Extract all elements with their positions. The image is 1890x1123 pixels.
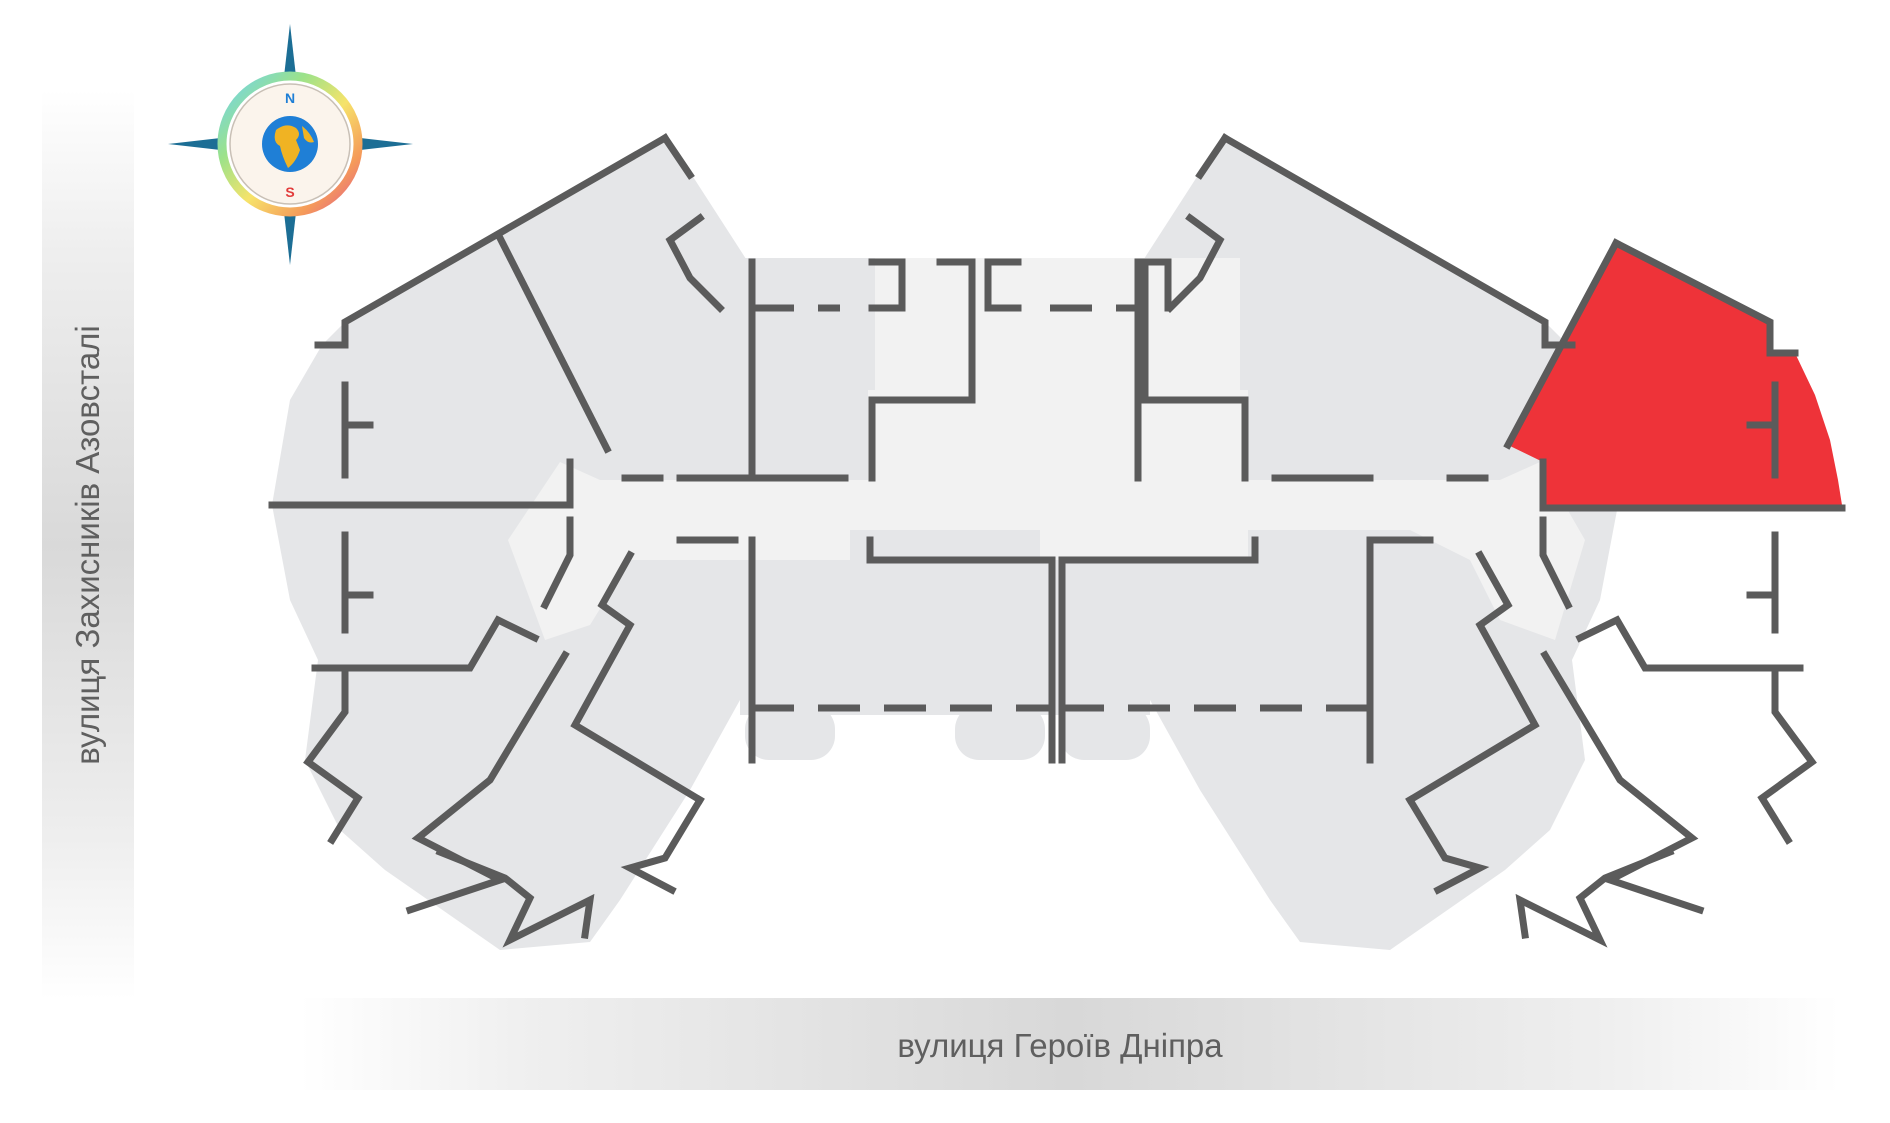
wall-center-left-room [868, 258, 906, 312]
selected-apartment[interactable] [1508, 243, 1842, 505]
wall-right-se-outer [1757, 664, 1817, 845]
street-label-bottom: вулиця Героїв Дніпра [897, 1027, 1223, 1064]
wall-right-nw-unit [1195, 133, 1230, 180]
elevator-hall [875, 258, 1140, 398]
wall-right-se-unit [1575, 615, 1804, 672]
balcony-bottom-center-right [1060, 705, 1150, 760]
wall-center-bottom-room-right [1058, 536, 1259, 564]
globe-continents [274, 125, 314, 168]
wall-center-bottom-room [866, 536, 1056, 764]
balcony-bottom-left [745, 705, 835, 760]
wall-left-bottom-diagonal [405, 650, 570, 915]
wall-left-upper-diagonal [495, 233, 612, 454]
wall-left-inner-unit [570, 550, 705, 805]
balcony-bottom-right [1280, 705, 1370, 760]
wall-left-sw-unit [311, 615, 540, 672]
wall-right-inner-lower [1405, 795, 1490, 895]
wall-right-stair [1165, 213, 1225, 313]
wall-right-horizontal [1539, 458, 1846, 512]
wall-left-stair [665, 213, 725, 313]
wall-center-right-room [984, 258, 1022, 312]
street-strip-left [42, 90, 134, 1000]
wall-left-sw-outer [303, 664, 363, 845]
wall-right-bottom-diagonal [1540, 650, 1705, 915]
wall-left-inner-lower [620, 795, 705, 895]
wall-center-right-shaft [1141, 258, 1172, 312]
balcony-bottom-center-left [955, 705, 1045, 760]
wall-right-selected-outer [1611, 238, 1799, 357]
wall-left-horizontal [268, 458, 574, 509]
wall-left-corridor-door [540, 516, 574, 610]
wall-left-bottom-outer [435, 847, 595, 948]
compass-north-label: N [285, 90, 295, 106]
wall-center-right-core [1141, 258, 1249, 482]
compass-rose: N S [168, 24, 413, 265]
wall-left-outer-north [314, 133, 670, 349]
wall-center-left-shaft [868, 258, 976, 482]
wall-right-bottom-outer [1515, 847, 1675, 948]
street-strip-bottom [300, 998, 1840, 1090]
wall-left-ne-unit [660, 133, 695, 180]
corridor [508, 258, 1585, 640]
compass-south-label: S [285, 184, 294, 200]
wall-right-upper-diagonal [1503, 238, 1621, 450]
wall-right-corridor-door [1539, 516, 1573, 610]
wall-right-inner-unit [1405, 550, 1540, 805]
